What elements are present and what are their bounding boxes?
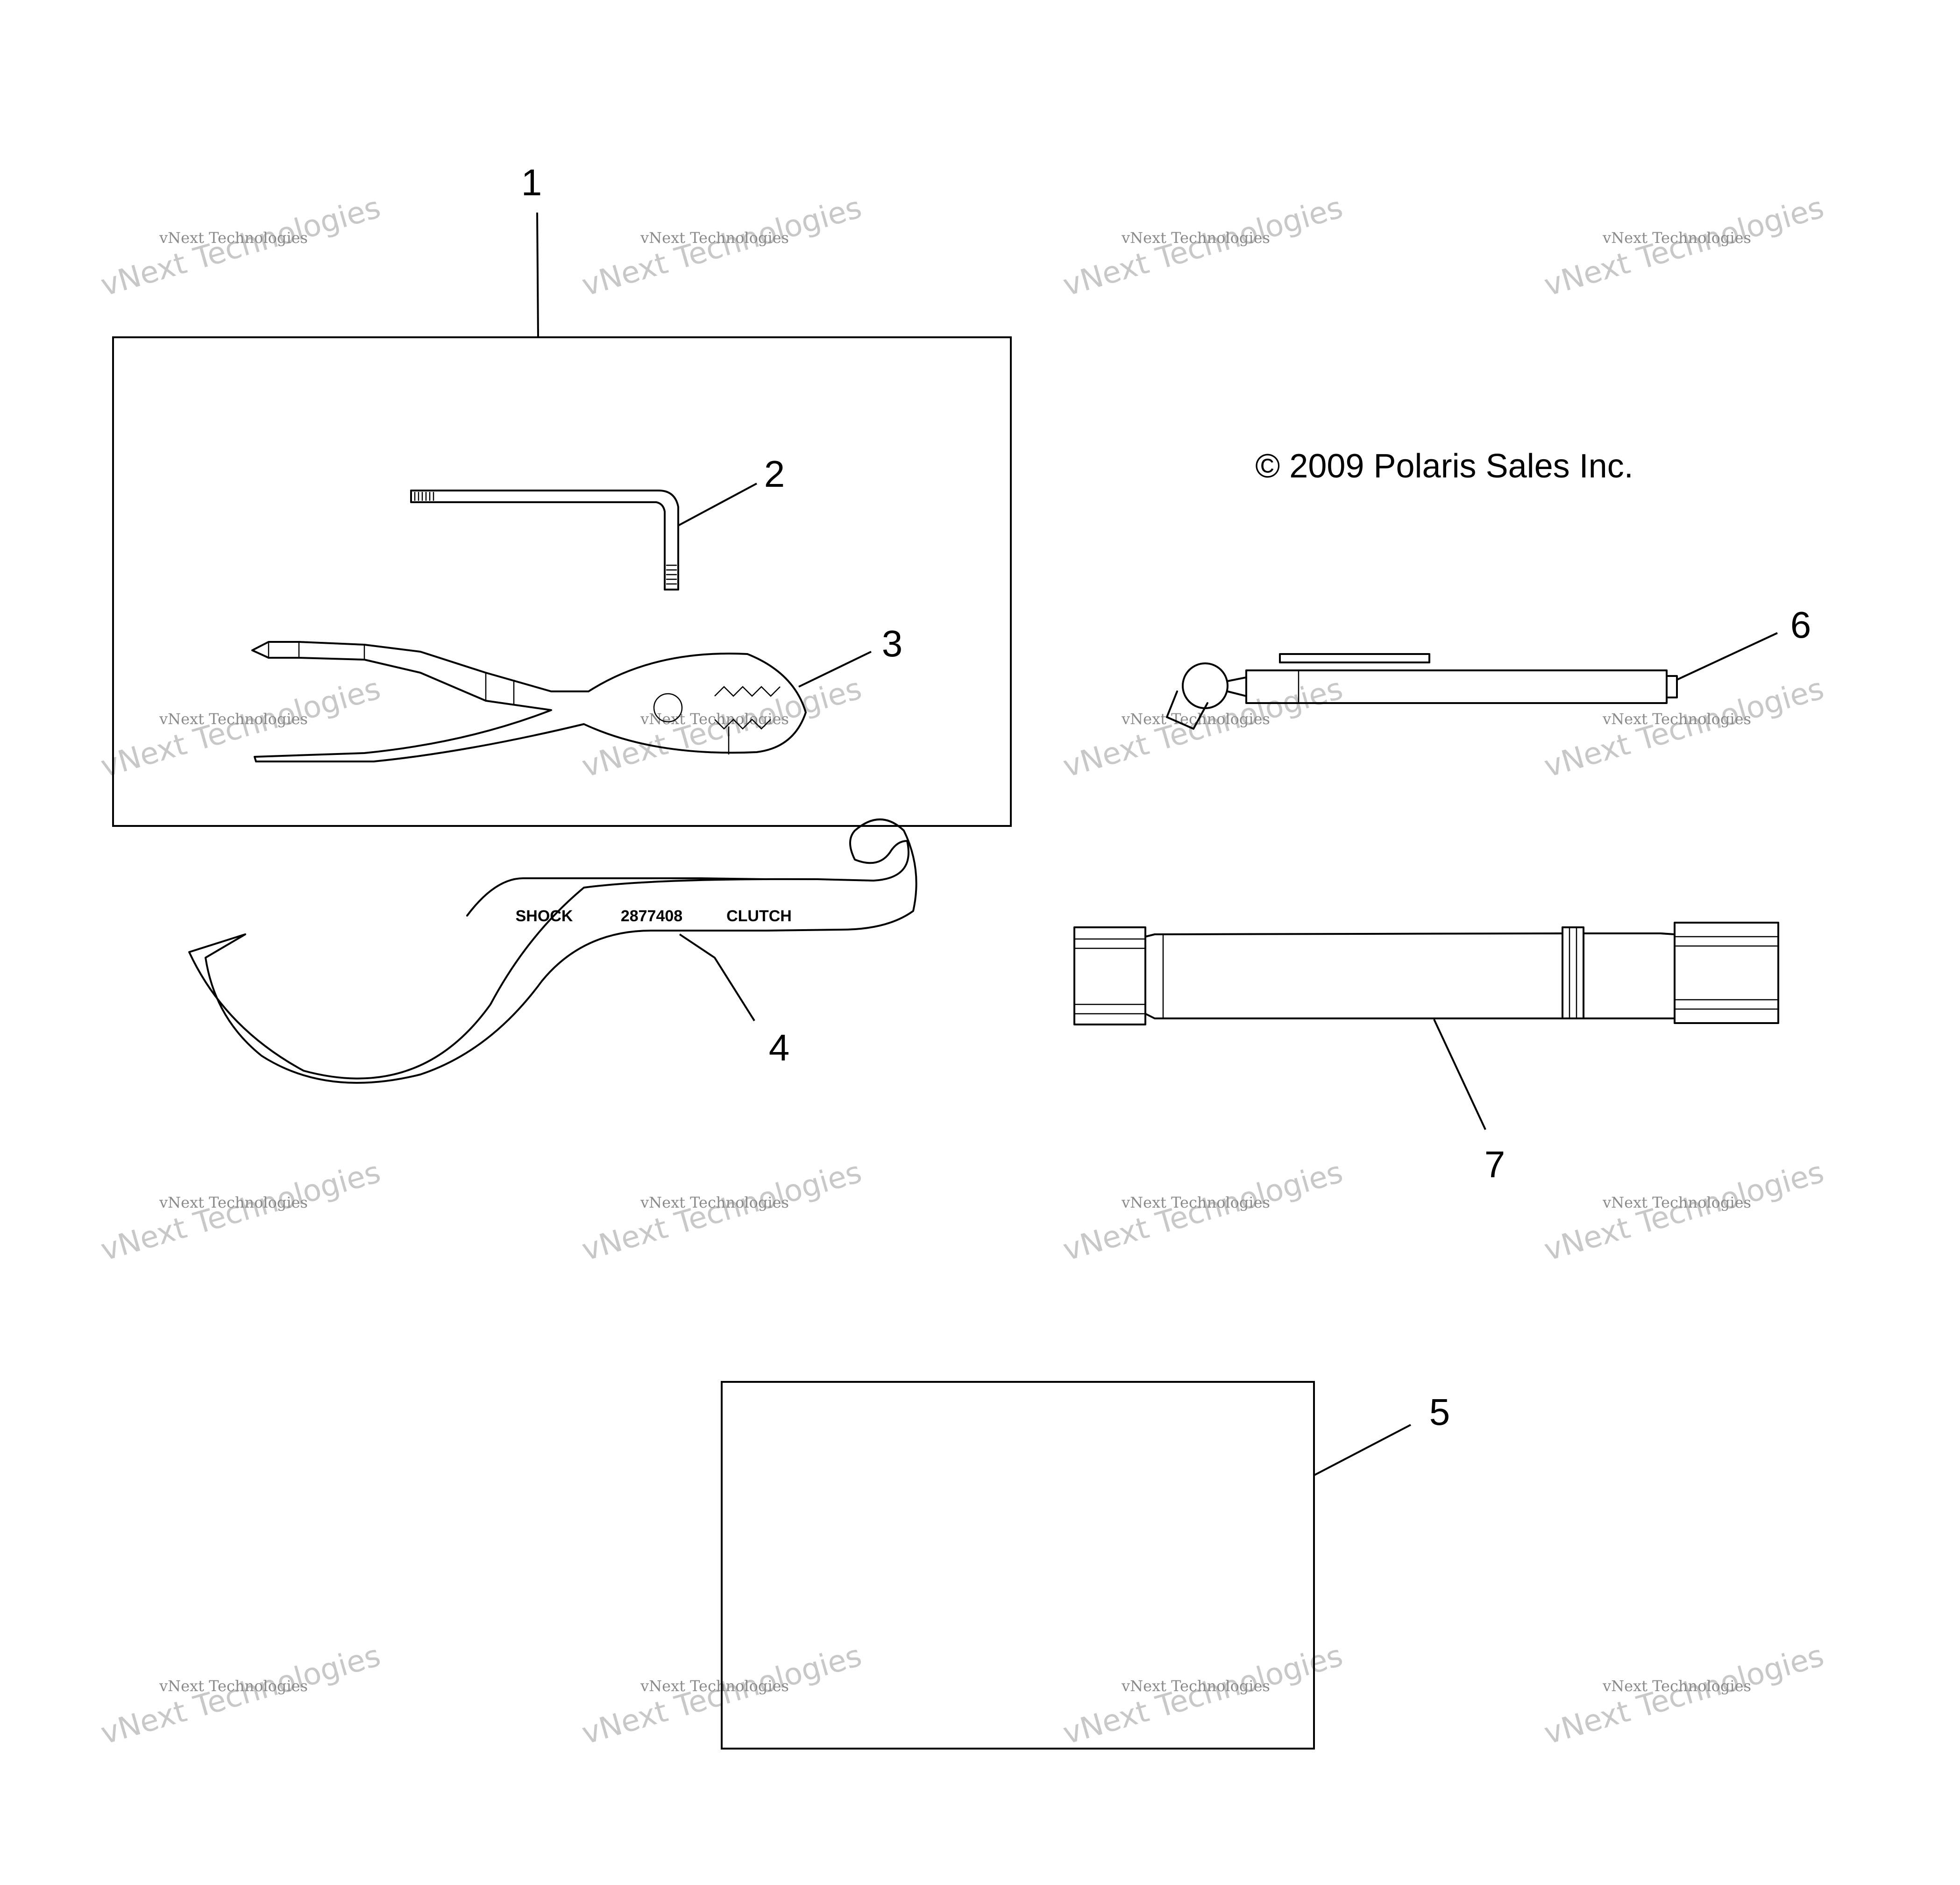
spanner-wrench xyxy=(188,818,917,1084)
leader-5 xyxy=(1314,1424,1411,1476)
watermark-text: vNext Technologies xyxy=(97,190,384,303)
watermark-text: vNext Technologies xyxy=(1541,1155,1828,1268)
watermark-text-small: vNext Technologies xyxy=(159,229,308,247)
callout-3: 3 xyxy=(882,623,903,664)
callout-6: 6 xyxy=(1790,604,1811,646)
watermark-text: vNext Technologies xyxy=(578,1155,866,1268)
callout-4: 4 xyxy=(769,1027,790,1068)
watermark-text: vNext Technologies xyxy=(578,190,866,303)
watermark-text-small: vNext Technologies xyxy=(1121,1194,1270,1211)
watermark-text-small: vNext Technologies xyxy=(1602,710,1751,728)
watermark-text-small: vNext Technologies xyxy=(159,710,308,728)
socket-bar xyxy=(1073,922,1779,1025)
watermark-text: vNext Technologies xyxy=(1541,1638,1828,1751)
watermark-text-small: vNext Technologies xyxy=(640,229,789,247)
manual-box xyxy=(721,1381,1315,1750)
watermark-text: vNext Technologies xyxy=(97,1638,384,1751)
callout-5: 5 xyxy=(1429,1391,1450,1433)
pliers xyxy=(251,641,807,762)
watermark-text: vNext Technologies xyxy=(1059,190,1347,303)
watermark-text-small: vNext Technologies xyxy=(1602,229,1751,247)
watermark-text-small: vNext Technologies xyxy=(1121,229,1270,247)
leader-1 xyxy=(536,212,539,338)
watermark-text-small: vNext Technologies xyxy=(1121,1677,1270,1695)
callout-2: 2 xyxy=(764,453,785,495)
copyright-notice: © 2009 Polaris Sales Inc. xyxy=(1255,448,1633,485)
watermark-text: vNext Technologies xyxy=(1059,671,1347,784)
watermark-text: vNext Technologies xyxy=(97,1155,384,1268)
leader-4 xyxy=(679,933,755,1022)
watermark-text: vNext Technologies xyxy=(97,671,384,784)
wrench-stamp-shock: SHOCK xyxy=(516,907,573,925)
watermark-text-small: vNext Technologies xyxy=(1602,1194,1751,1211)
callout-1: 1 xyxy=(521,162,542,203)
leader-6 xyxy=(1676,632,1778,681)
watermark-text-small: vNext Technologies xyxy=(159,1677,308,1695)
watermark-text: vNext Technologies xyxy=(1059,1638,1347,1751)
watermark-text-small: vNext Technologies xyxy=(640,710,789,728)
watermark-text-small: vNext Technologies xyxy=(1602,1677,1751,1695)
wrench-stamp-clutch: CLUTCH xyxy=(726,907,792,925)
watermark-text: vNext Technologies xyxy=(1541,671,1828,784)
callout-7: 7 xyxy=(1484,1144,1506,1185)
watermark-text-small: vNext Technologies xyxy=(159,1194,308,1211)
leader-3 xyxy=(798,651,872,688)
watermark-text: vNext Technologies xyxy=(1541,190,1828,303)
wrench-stamp-part-number: 2877408 xyxy=(621,907,682,925)
leader-7 xyxy=(1433,1019,1486,1130)
leader-2 xyxy=(678,483,757,526)
watermark-text-small: vNext Technologies xyxy=(640,1194,789,1211)
spark-plug-wrench xyxy=(1166,653,1678,730)
watermark-text: vNext Technologies xyxy=(1059,1155,1347,1268)
tool-kit-frame xyxy=(112,336,1012,827)
hex-key xyxy=(410,490,679,590)
watermark-text-small: vNext Technologies xyxy=(640,1677,789,1695)
